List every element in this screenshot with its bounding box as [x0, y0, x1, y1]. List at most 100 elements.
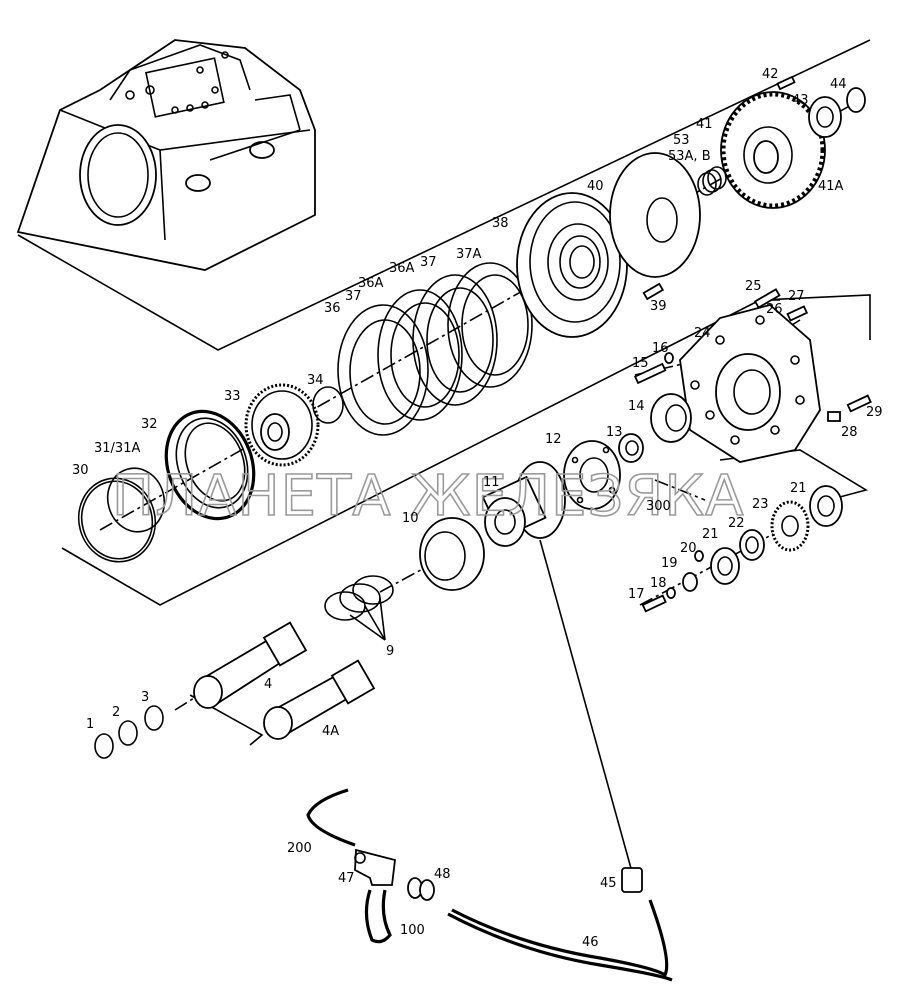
ring-21-upper [809, 485, 843, 527]
label-21-upper: 21 [790, 481, 807, 496]
label-4: 4 [264, 677, 272, 692]
pump-housing-24 [679, 304, 821, 463]
label-25: 25 [745, 279, 762, 294]
label-34: 34 [307, 373, 324, 388]
label-36a-1: 36A [358, 276, 384, 291]
piston-housing-38 [516, 192, 628, 338]
label-16: 16 [652, 341, 669, 356]
label-53: 53 [673, 133, 690, 148]
bolt-25 [753, 288, 781, 309]
gear-23 [770, 500, 810, 552]
spring-clips-9 [324, 575, 394, 641]
retaining-ring-30 [77, 477, 157, 563]
bolt-15 [633, 362, 667, 385]
label-31: 31/31A [94, 441, 140, 456]
label-1: 1 [86, 717, 94, 732]
snap-ring-31 [106, 467, 166, 533]
label-18: 18 [650, 576, 667, 591]
label-24: 24 [694, 326, 711, 341]
label-29: 29 [866, 405, 883, 420]
label-11: 11 [483, 475, 500, 490]
label-39: 39 [650, 299, 667, 314]
coupling-48 [407, 877, 435, 901]
bearing-22 [739, 529, 765, 561]
clutch-pack-36-37 [337, 262, 533, 436]
bolt-29 [846, 394, 872, 413]
bearing-43 [808, 96, 842, 138]
pin-42 [776, 75, 796, 91]
washer-18 [666, 587, 676, 599]
gasket-12 [563, 440, 621, 510]
plug-28 [827, 411, 841, 422]
label-38: 38 [492, 216, 509, 231]
assembly-outline [17, 39, 871, 746]
part-labels: 1 2 3 4 4A 9 10 11 12 13 14 15 16 17 18 … [72, 67, 883, 950]
bolt-39 [642, 282, 665, 301]
label-17: 17 [628, 587, 645, 602]
hub-11 [481, 461, 566, 547]
label-42: 42 [762, 67, 779, 82]
washer-20 [694, 550, 704, 562]
label-53ab: 53A, B [668, 149, 711, 164]
label-22: 22 [728, 516, 745, 531]
hose-200 [306, 788, 356, 847]
gear-33 [244, 383, 320, 467]
washer-16 [664, 352, 674, 364]
ring-13 [618, 433, 644, 463]
bearing-14 [650, 393, 692, 443]
ring-3 [144, 705, 164, 731]
label-41a: 41A [818, 179, 844, 194]
label-41: 41 [696, 117, 713, 132]
label-10: 10 [402, 511, 419, 526]
ring-1 [94, 733, 114, 759]
label-37-2: 37 [420, 255, 437, 270]
label-200: 200 [287, 841, 312, 856]
seal-ring-32 [164, 409, 256, 521]
label-3: 3 [141, 690, 149, 705]
label-23: 23 [752, 497, 769, 512]
ring-2 [118, 720, 138, 746]
watermark-text: ПЛАНЕТА ЖЕЛЕЗЯКА [112, 464, 744, 529]
pipe-line-46 [447, 539, 673, 982]
nut-44 [846, 87, 866, 113]
label-44: 44 [830, 77, 847, 92]
label-9: 9 [386, 644, 394, 659]
label-26: 26 [766, 302, 783, 317]
ring-21-lower [710, 547, 740, 585]
label-33: 33 [224, 389, 241, 404]
hose-100 [364, 889, 392, 944]
label-40: 40 [587, 179, 604, 194]
ring-19 [682, 572, 698, 592]
label-21-lower: 21 [702, 527, 719, 542]
label-37: 37 [345, 289, 362, 304]
label-45: 45 [600, 876, 617, 891]
label-47: 47 [338, 871, 355, 886]
ring-34 [312, 386, 344, 424]
label-27: 27 [788, 289, 805, 304]
bolt-17 [641, 594, 667, 613]
seal-rings-53 [697, 166, 727, 196]
label-32: 32 [141, 417, 158, 432]
bearing-10 [419, 517, 485, 591]
label-28: 28 [841, 425, 858, 440]
label-43: 43 [792, 93, 809, 108]
label-37a: 37A [456, 247, 482, 262]
tee-fitting-47 [354, 848, 396, 886]
label-4a: 4A [322, 724, 339, 739]
label-19: 19 [661, 556, 678, 571]
label-2: 2 [112, 705, 120, 720]
label-36: 36 [324, 301, 341, 316]
transmission-housing [16, 39, 316, 271]
label-20: 20 [680, 541, 697, 556]
label-12: 12 [545, 432, 562, 447]
turbine-drum-41 [720, 91, 826, 209]
label-100: 100 [400, 923, 425, 938]
label-15: 15 [632, 356, 649, 371]
fitting-45 [621, 867, 643, 893]
disc-40 [609, 152, 701, 278]
label-36a-2: 36A [389, 261, 415, 276]
label-46: 46 [582, 935, 599, 950]
label-13: 13 [606, 425, 623, 440]
shaft-4 [193, 621, 308, 709]
